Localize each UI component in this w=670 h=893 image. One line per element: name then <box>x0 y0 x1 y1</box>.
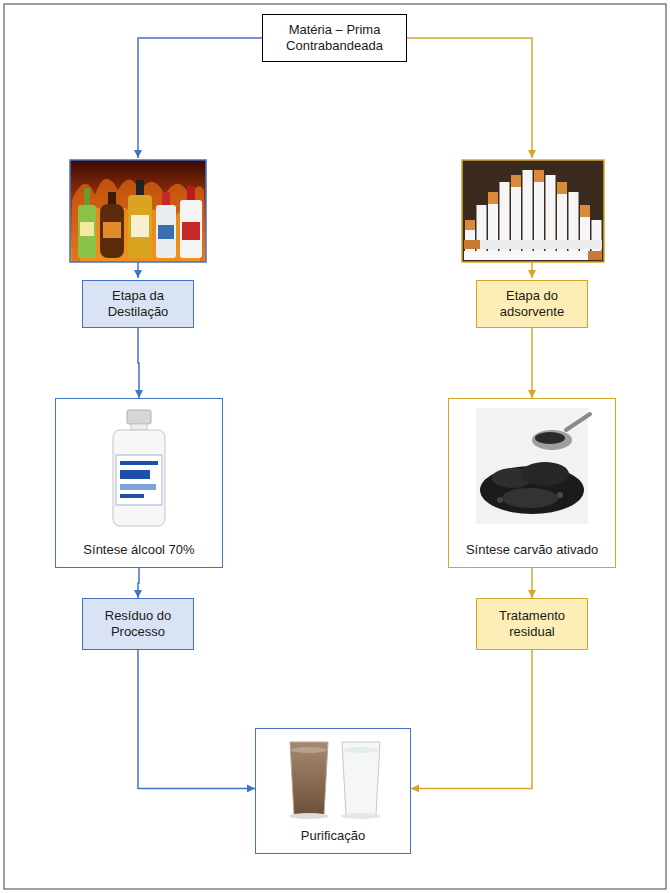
water-glasses-picture <box>290 742 328 815</box>
branch-line <box>137 262 139 278</box>
liquor-bottles-picture <box>84 188 90 206</box>
liquor-bottles-picture <box>103 222 121 238</box>
water-glasses-picture <box>289 813 329 819</box>
liquor-bottles-picture <box>158 225 174 239</box>
node-label: Matéria – Prima Contrabandeada <box>269 22 400 54</box>
connector-arrow <box>138 328 139 398</box>
water-glasses-picture <box>341 813 381 819</box>
process-box: Tratamento residual <box>476 598 588 650</box>
liquor-bottles-picture <box>180 200 202 258</box>
result-box: Purificação <box>255 728 411 854</box>
alcohol-bottle-picture <box>116 455 162 505</box>
node-label: Resíduo do Processo <box>89 608 187 640</box>
water-glasses-picture <box>343 747 379 753</box>
liquor-bottles-picture <box>128 195 152 258</box>
source-box: Matéria – Prima Contrabandeada <box>262 14 407 62</box>
liquor-bottles-picture <box>108 192 116 204</box>
process-box: Etapa do adsorvente <box>476 280 588 328</box>
alcohol-bottle-picture <box>131 424 147 430</box>
cigarettes-picture <box>580 205 590 258</box>
connector-arrow <box>138 650 255 788</box>
liquor-bottles-picture <box>70 160 206 262</box>
cigarettes-picture <box>580 205 590 217</box>
cigarettes-picture <box>534 170 544 182</box>
process-box: Etapa da Destilação <box>82 280 194 328</box>
liquor-bottles-picture <box>156 205 176 258</box>
water-glasses-picture <box>291 747 327 753</box>
cigarettes-picture <box>588 251 602 260</box>
liquor-bottles-picture <box>70 160 206 262</box>
branch-line <box>138 38 532 278</box>
alcohol-bottle-picture <box>120 470 150 479</box>
water-glasses-picture <box>289 742 381 819</box>
product-box: Síntese carvão ativado <box>448 398 616 568</box>
node-label: Síntese álcool 70% <box>81 542 196 558</box>
activated-carbon-picture <box>532 430 572 450</box>
liquor-bottles-picture <box>80 222 94 236</box>
liquor-bottles-picture <box>72 179 204 262</box>
liquor-bottles-picture <box>70 160 206 262</box>
liquor-bottles-picture <box>162 192 170 206</box>
outer-frame <box>4 4 666 889</box>
branch-line <box>407 38 532 158</box>
cigarettes-picture <box>465 220 475 230</box>
liquor-bottles-picture <box>131 215 149 237</box>
cigarettes-picture <box>477 205 487 258</box>
cigarettes-picture <box>488 192 498 204</box>
activated-carbon-picture <box>521 462 569 486</box>
branch-line <box>531 262 533 278</box>
alcohol-bottle-picture <box>127 410 151 424</box>
connector-arrow <box>531 568 533 598</box>
liquor-bottles-picture <box>78 205 96 258</box>
node-label: Purificação <box>299 828 367 844</box>
activated-carbon-picture <box>502 488 558 508</box>
cigarettes-picture <box>464 240 480 249</box>
connector-arrow <box>138 568 139 598</box>
branch-line <box>138 38 262 158</box>
cigarettes-picture <box>464 240 602 249</box>
alcohol-bottle-picture <box>113 410 165 526</box>
liquor-bottles-picture <box>187 186 195 201</box>
alcohol-bottle-picture <box>113 430 165 526</box>
cigarettes-picture <box>462 160 604 262</box>
liquor-bottles-picture <box>136 180 144 196</box>
activated-carbon-picture <box>566 414 590 430</box>
alcohol-bottle-picture <box>120 484 156 490</box>
node-label: Síntese carvão ativado <box>464 542 600 558</box>
node-label: Etapa do adsorvente <box>483 288 581 320</box>
activated-carbon-picture <box>497 497 503 503</box>
cigarettes-picture <box>557 182 567 194</box>
product-box: Síntese álcool 70% <box>55 398 223 568</box>
liquor-bottles-picture <box>182 222 200 240</box>
activated-carbon-picture <box>557 492 563 498</box>
process-box: Resíduo do Processo <box>82 598 194 650</box>
cigarettes-picture <box>511 175 521 187</box>
cigarettes-picture <box>464 251 602 260</box>
cigarettes-picture <box>462 160 604 262</box>
node-label: Etapa da Destilação <box>89 288 187 320</box>
connector-arrow <box>411 650 532 788</box>
alcohol-bottle-picture <box>120 494 144 498</box>
water-glasses-picture <box>342 742 380 815</box>
activated-carbon-picture <box>476 408 590 524</box>
activated-carbon-picture <box>535 432 565 444</box>
node-label: Tratamento residual <box>483 608 581 640</box>
alcohol-bottle-picture <box>120 461 158 465</box>
cigarettes-picture <box>462 160 604 262</box>
connector-arrow <box>531 328 533 398</box>
liquor-bottles-picture <box>100 204 124 258</box>
